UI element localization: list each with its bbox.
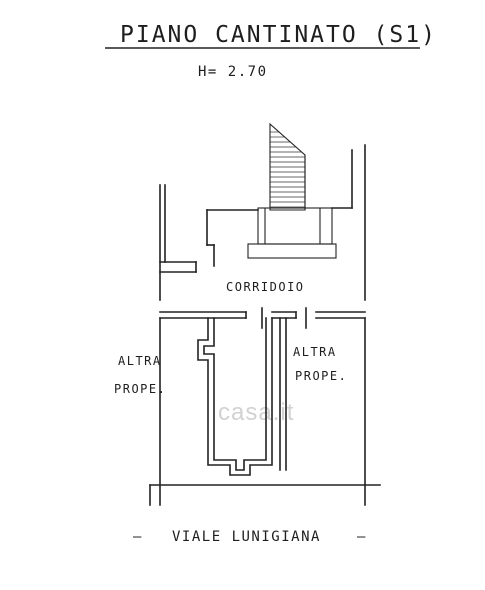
street-dash-right: — [357, 529, 367, 545]
label-left-line1: ALTRA [118, 354, 162, 368]
label-right-line2: PROPE. [295, 369, 347, 383]
height-label: H= 2.70 [198, 64, 268, 80]
staircase [269, 122, 306, 211]
stair-landing [206, 149, 353, 267]
plan-title: PIANO CANTINATO (S1) [120, 22, 437, 48]
watermark: casa.it [218, 399, 294, 426]
corridor-walls [159, 307, 366, 329]
label-right-line1: ALTRA [293, 345, 337, 359]
label-left-line2: PROPE. [114, 382, 166, 396]
street-label: VIALE LUNIGIANA [172, 529, 321, 545]
label-corridor: CORRIDOIO [226, 280, 305, 294]
exterior-walls [149, 144, 381, 506]
street-dash-left: — [133, 529, 143, 545]
cellar-unit [197, 317, 287, 476]
